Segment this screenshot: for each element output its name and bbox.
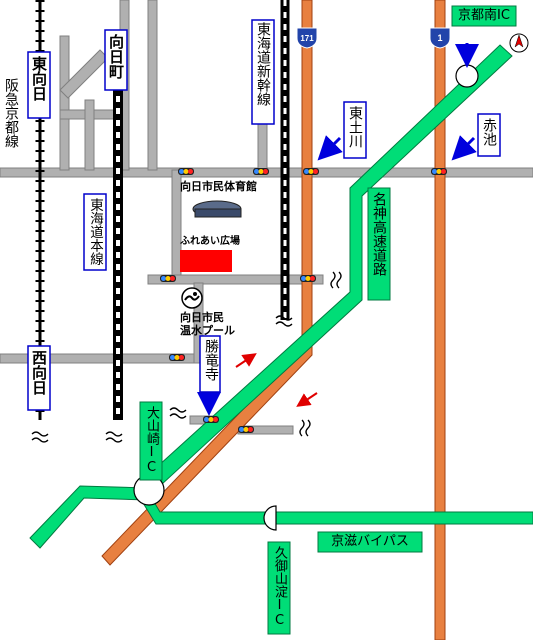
arrow-southbound <box>296 392 318 407</box>
akaike-label: 赤池 <box>481 118 497 146</box>
venue-marker <box>180 250 232 272</box>
kumiyama-ic-marker <box>263 505 277 531</box>
higashi-tsuchikawa-label: 東土川 <box>347 106 363 148</box>
route-1-number: 1 <box>437 33 442 43</box>
kyoto-minami-ic-circle <box>455 64 479 88</box>
pool-label-line1: 向日市民 <box>180 311 224 324</box>
green-label-boxes <box>139 5 517 635</box>
station-nishi-muko: 西向日 <box>30 350 48 395</box>
arrow-higashi-tsuchikawa <box>317 135 343 161</box>
route-171-number: 171 <box>300 34 314 43</box>
red-arrows <box>235 353 318 407</box>
keiji-bypass <box>139 491 533 525</box>
meishin-expressway-label: 名神高速道路 <box>371 192 387 276</box>
hot-spring-icon <box>31 271 342 443</box>
arrow-northbound <box>235 353 257 368</box>
label-boxes <box>27 19 501 411</box>
shoryuji-label: 勝竜寺 <box>203 339 219 381</box>
direction-arrows <box>197 43 479 416</box>
station-higashi-muko: 東向日 <box>30 56 48 101</box>
gymnasium-icon <box>192 200 242 218</box>
pool-icon <box>181 287 203 309</box>
kumiyama-yodo-ic-label: 久御山淀IC <box>272 546 287 628</box>
traffic-signal-icon <box>160 168 447 433</box>
compass-icon <box>509 33 529 53</box>
arrow-akaike <box>451 135 477 161</box>
route-1-road <box>434 0 446 640</box>
hankyu-line-label: 阪急京都線 <box>3 78 19 148</box>
oyamazaki-ic-label: 大山崎IC <box>144 406 159 475</box>
kyoto-minami-ic-label: 京都南IC <box>458 8 510 23</box>
station-mukomachi: 向日町 <box>107 34 125 79</box>
tokaido-shinkansen-label: 東海道新幹線 <box>255 22 271 106</box>
route-171-shield: 171 <box>296 27 318 49</box>
tokaido-main-line-label: 東海道本線 <box>87 198 103 266</box>
pool-label-line2: 温水プール <box>180 324 235 337</box>
route-1-shield: 1 <box>429 27 451 49</box>
interchanges <box>133 64 479 531</box>
plaza-label: ふれあい広場 <box>180 236 240 247</box>
keiji-bypass-label: 京滋バイパス <box>331 534 409 549</box>
gymnasium-label: 向日市民体育館 <box>180 180 257 193</box>
